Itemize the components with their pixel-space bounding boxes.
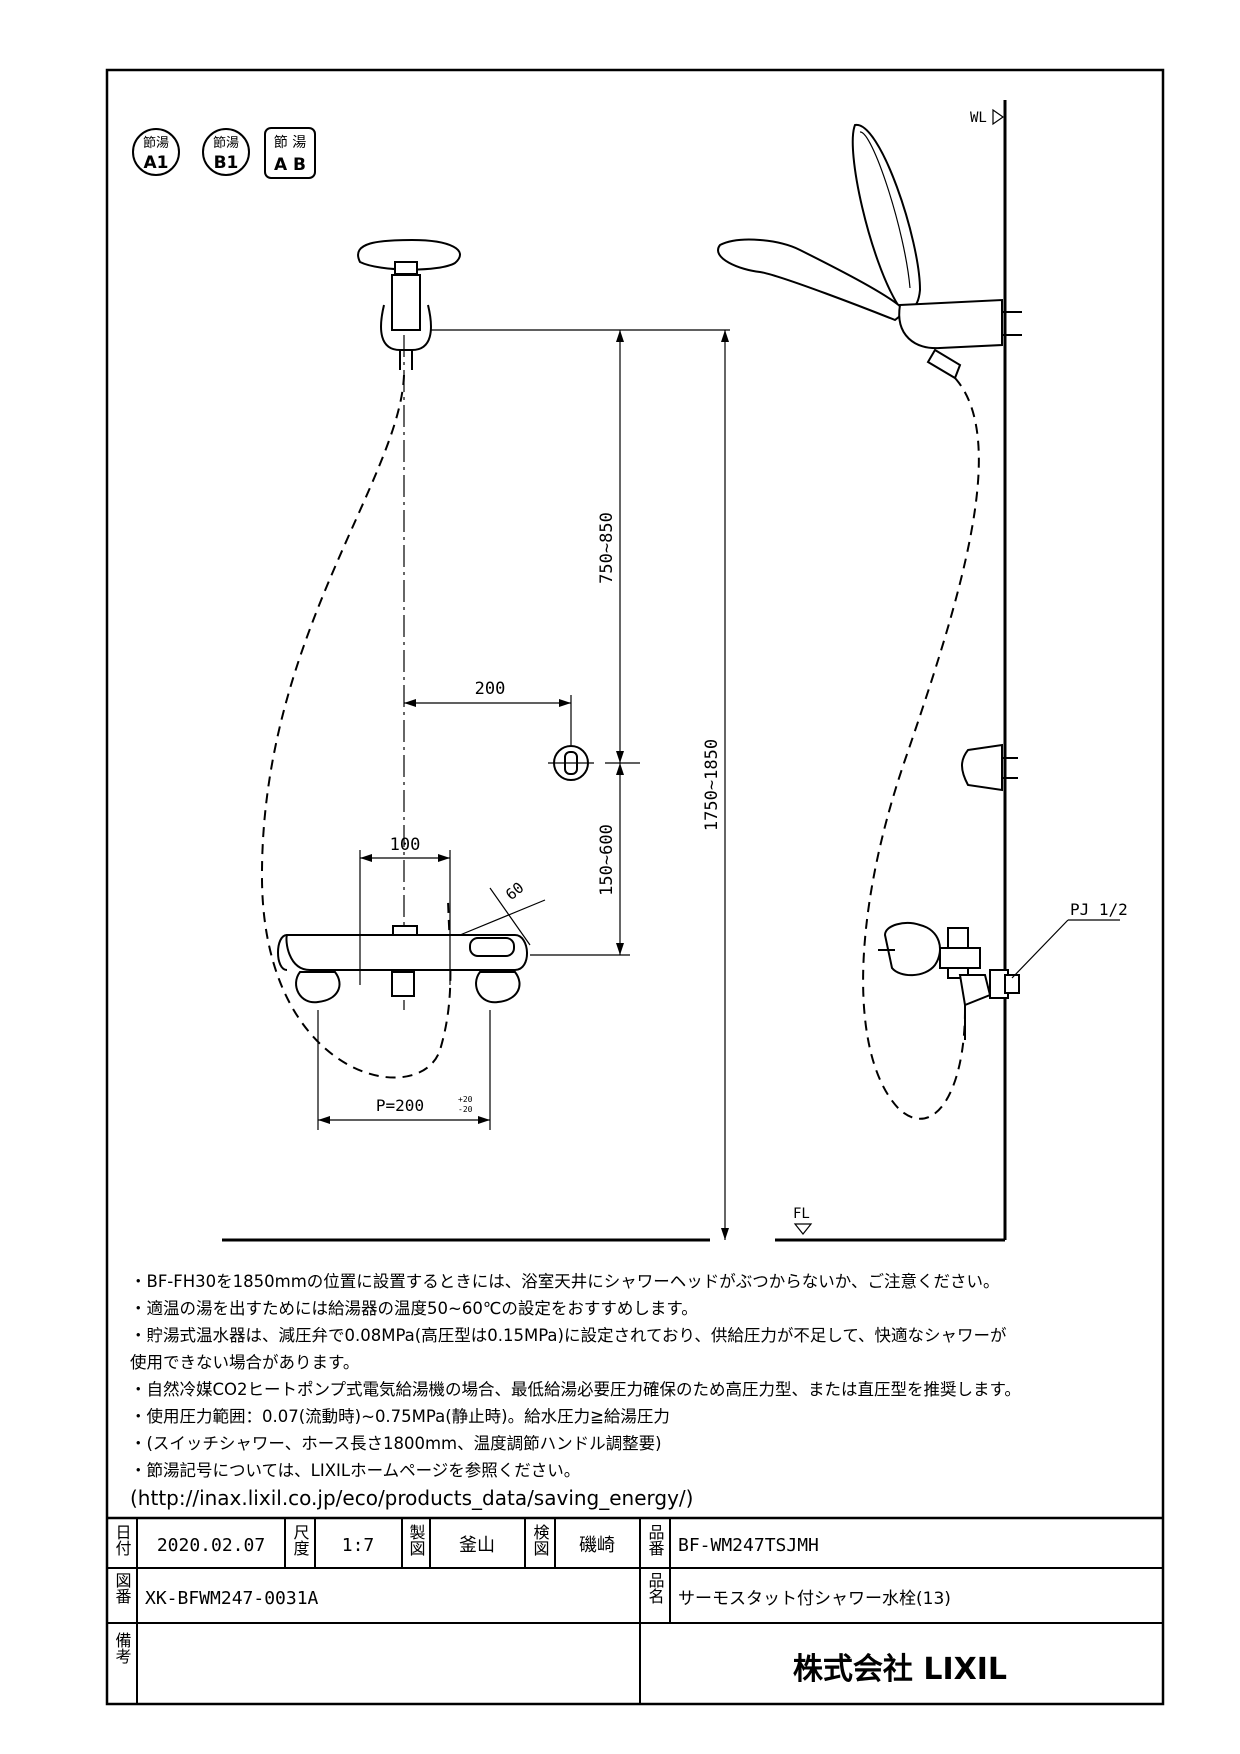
drawn-label: 製図 <box>407 1524 426 1556</box>
badge-ab-bottom: A B <box>274 155 306 175</box>
dim-150-600-text: 150~600 <box>597 824 617 896</box>
badge-a1-bottom: A1 <box>144 153 169 173</box>
saving-badge-b1: 節湯 B1 <box>202 128 250 176</box>
drawing-no-label: 図番 <box>113 1572 132 1604</box>
side-view: WL PJ 1/2 FL <box>717 100 1128 1242</box>
checked-label: 検図 <box>531 1524 550 1556</box>
notes-block: ・BF-FH30を1850mmの位置に設置するときには、浴室天井にシャワーヘッド… <box>130 1272 1021 1510</box>
note-5: ・使用圧力範囲：0.07(流動時)~0.75MPa(静止時)。給水圧力≧給湯圧力 <box>130 1407 670 1426</box>
drawing-no-value: XK-BFWM247-0031A <box>145 1588 319 1609</box>
badge-b1-bottom: B1 <box>214 153 239 173</box>
pj-label: PJ 1/2 <box>1070 900 1128 919</box>
dim-60-text: 60 <box>502 878 527 903</box>
hook-side <box>961 743 1003 792</box>
saving-badge-a1: 節湯 A1 <box>132 128 180 176</box>
holder-bracket-side <box>898 298 1003 350</box>
note-2: ・適温の湯を出すためには給湯器の温度50~60℃の設定をおすすめします。 <box>130 1299 698 1318</box>
shower-head-holder-front <box>357 238 461 370</box>
product-name-label: 品名 <box>646 1572 665 1604</box>
dim-pitch-text: P=200 <box>376 1096 424 1115</box>
note-3-cont: 使用できない場合があります。 <box>130 1353 359 1372</box>
dim-200-text: 200 <box>475 679 506 699</box>
checked-value: 磯崎 <box>579 1535 615 1556</box>
note-url: (http://inax.lixil.co.jp/eco/products_da… <box>130 1486 693 1510</box>
product-no-label: 品番 <box>646 1524 665 1556</box>
wl-label: WL <box>970 110 987 126</box>
note-7: ・節湯記号については、LIXILホームページを参照ください。 <box>130 1461 580 1480</box>
note-6: ・(スイッチシャワー、ホース長さ1800mm、温度調節ハンドル調整要) <box>130 1434 662 1453</box>
badge-b1-top: 節湯 <box>213 136 239 151</box>
shower-hook-front <box>548 745 594 781</box>
scale-value: 1:7 <box>342 1535 375 1556</box>
scale-label: 尺度 <box>291 1524 310 1556</box>
front-view: 200 100 60 P=200 +20 -20 750~850 150~600… <box>222 238 730 1242</box>
product-no-value: BF-WM247TSJMH <box>678 1535 819 1556</box>
faucet-body-front <box>277 925 528 1004</box>
badge-ab-top: 節 湯 <box>274 134 306 151</box>
saving-badge-ab: 節 湯 A B <box>264 127 316 179</box>
outer-frame <box>105 68 1165 1706</box>
note-4: ・自然冷媒CO2ヒートポンプ式電気給湯機の場合、最低給湯必要圧力確保のため高圧力… <box>130 1380 1021 1399</box>
remarks-label: 備考 <box>113 1632 132 1665</box>
title-block: 日付 2020.02.07 尺度 1:7 製図 釜山 検図 磯崎 品番 BF-W… <box>107 1516 1163 1704</box>
note-3: ・貯湯式温水器は、減圧弁で0.08MPa(高圧型は0.15MPa)に設定されてお… <box>130 1326 1007 1345</box>
product-name-value: サーモスタット付シャワー水栓(13) <box>678 1589 951 1609</box>
drawn-value: 釜山 <box>459 1535 495 1556</box>
hose-outline-side <box>862 377 980 1120</box>
company-logo-text: 株式会社 LIXIL <box>793 1652 1007 1687</box>
note-1: ・BF-FH30を1850mmの位置に設置するときには、浴室天井にシャワーヘッド… <box>130 1272 999 1291</box>
dim-pitch-tol-down: -20 <box>458 1105 473 1114</box>
badge-a1-top: 節湯 <box>143 136 169 151</box>
dim-100-text: 100 <box>390 835 421 855</box>
dim-750-850-text: 750~850 <box>597 512 617 584</box>
hose-outline-front <box>260 374 452 1079</box>
date-label: 日付 <box>113 1524 132 1557</box>
fl-label: FL <box>793 1206 810 1222</box>
dim-1750-1850-text: 1750~1850 <box>702 739 722 831</box>
date-value: 2020.02.07 <box>157 1535 265 1556</box>
faucet-side <box>878 922 1020 1040</box>
dim-pitch-tol-up: +20 <box>458 1095 473 1104</box>
